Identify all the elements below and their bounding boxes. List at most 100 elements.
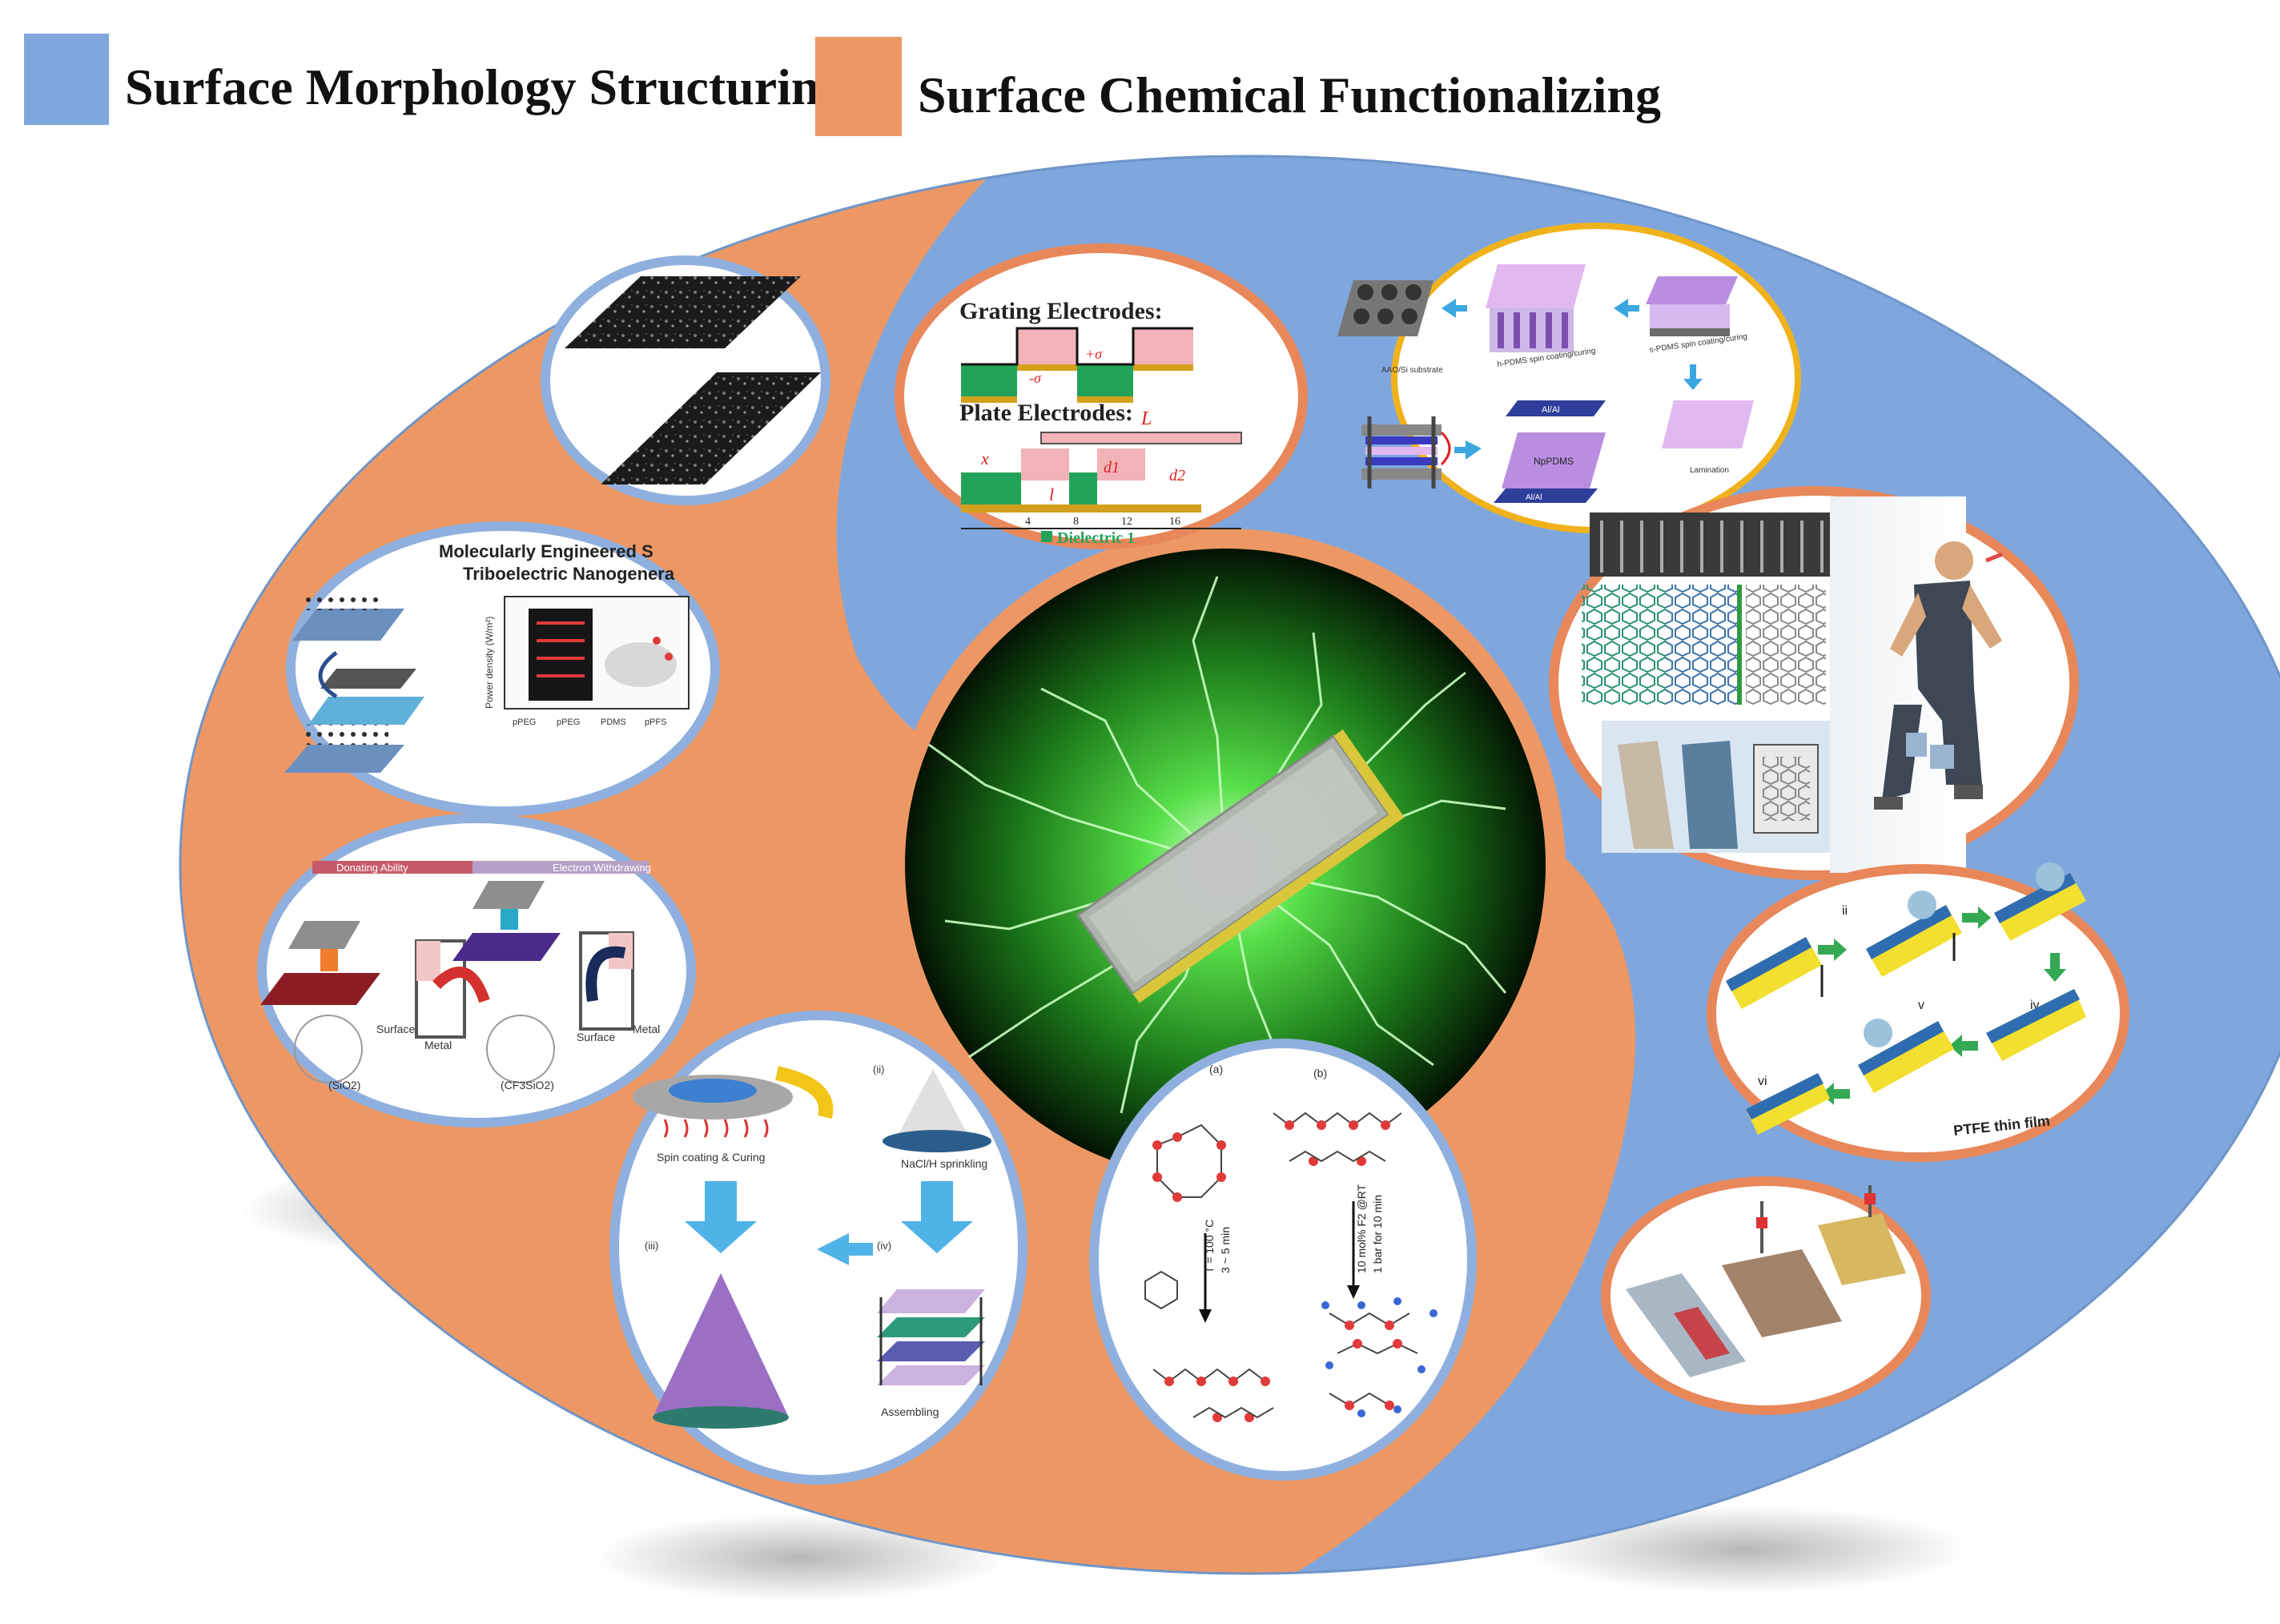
inset-electron-ability: Donating Ability Electron Withdrawing Su… bbox=[257, 814, 696, 1128]
plate-legend-dielectric: Dielectric 1 bbox=[1057, 529, 1135, 547]
strip-brown bbox=[1722, 1249, 1842, 1337]
assembled-stack bbox=[877, 1289, 985, 1385]
fab-layer-bot: Al/Al bbox=[1526, 493, 1542, 502]
molecular-title-2: Triboelectric Nanogenera bbox=[463, 564, 675, 584]
grating-charge-neg: -σ bbox=[1029, 370, 1042, 386]
ptfe-film-2 bbox=[1866, 890, 1962, 977]
legend-swatch-chemical bbox=[815, 37, 902, 136]
runner-figure bbox=[1874, 541, 2003, 810]
electron-label-chem2: (CF3SiO2) bbox=[501, 1079, 554, 1091]
electron-label-chem1: (SiO2) bbox=[328, 1079, 360, 1091]
legend-label-morphology: Surface Morphology Structuring bbox=[125, 58, 846, 115]
electron-label-surface-1: Surface bbox=[376, 1023, 415, 1035]
plate-d1-label: d1 bbox=[1104, 459, 1120, 476]
fluor-cond1-line1: T = 100 °C bbox=[1203, 1220, 1216, 1273]
strip-gold bbox=[1818, 1213, 1906, 1285]
plate-l-label: l bbox=[1049, 484, 1054, 504]
salt-sprinkle bbox=[897, 1069, 969, 1137]
pillar-mold-1 bbox=[1486, 264, 1586, 352]
fluorinated-network bbox=[1321, 1297, 1438, 1417]
fluor-label-a: (a) bbox=[1209, 1063, 1223, 1075]
inset-electrodes: Grating Electrodes: -σ +σ Plate Electrod… bbox=[895, 243, 1308, 549]
plate-tick-4: 4 bbox=[1025, 516, 1031, 528]
spin-step3: Assembling bbox=[881, 1405, 939, 1418]
ptfe-film-6 bbox=[1746, 1073, 1830, 1135]
fluor-cond1-line2: 3 ~ 5 min bbox=[1219, 1227, 1232, 1273]
substrate-block-left bbox=[260, 973, 380, 1005]
plate-d2-label: d2 bbox=[1169, 467, 1185, 484]
ptfe-film-3 bbox=[1994, 862, 2086, 941]
polymer-chain-top bbox=[1273, 1111, 1402, 1127]
inset-wearable bbox=[1549, 486, 2079, 880]
inset-fluorination: (a) (b) T = 100 °C 3 ~ 5 min 10 mol% F2 … bbox=[1089, 1039, 1477, 1481]
grating-title: Grating Electrodes: bbox=[959, 298, 1163, 324]
spin-label-iv: (iv) bbox=[877, 1240, 891, 1252]
stack-bottom-al bbox=[1494, 488, 1598, 503]
plate-x-label: x bbox=[980, 448, 989, 468]
molecular-xtick-2: pPEG bbox=[557, 718, 580, 727]
spin-step1: Spin coating & Curing bbox=[657, 1151, 765, 1164]
plate-tick-16: 16 bbox=[1169, 516, 1180, 528]
inset-spin-coating: (ii) (iii) (iv) Spin coating & Curing Na… bbox=[609, 1011, 1027, 1485]
fab-layer-top: Al/Al bbox=[1542, 405, 1560, 415]
fab-step-aao: AAO/Si substrate bbox=[1381, 366, 1443, 375]
plate-L-label: L bbox=[1140, 408, 1152, 429]
ptfe-film-4 bbox=[1986, 989, 2086, 1061]
cycle-step-vi: vi bbox=[1758, 1075, 1767, 1088]
siloxane-ring bbox=[1156, 1124, 1222, 1198]
molecular-xtick-1: pPEG bbox=[513, 718, 536, 727]
ptfe-film-5 bbox=[1858, 1019, 1954, 1093]
inset-fabrication: AAO/Si substrate h-PDMS spin coating/cur… bbox=[1337, 223, 1801, 533]
fluor-label-b: (b) bbox=[1313, 1067, 1327, 1079]
ptfe-film-1 bbox=[1726, 937, 1824, 1009]
molecular-y-axis: Power density (W/m²) bbox=[484, 617, 495, 709]
benzene-fragment bbox=[1144, 1270, 1178, 1310]
press-apparatus bbox=[1361, 416, 1451, 488]
cycle-step-v: v bbox=[1918, 999, 1924, 1012]
rough-sheet-top bbox=[565, 276, 801, 348]
aao-substrate bbox=[1337, 280, 1434, 336]
hex-lattice-blue bbox=[1666, 585, 1742, 705]
grating-charge-pos: +σ bbox=[1085, 346, 1103, 362]
spin-step2: NaCl/H sprinkling bbox=[901, 1157, 987, 1170]
fab-layer-mid: NpPDMS bbox=[1534, 456, 1574, 467]
legend: Surface Morphology Structuring Surface C… bbox=[0, 0, 2280, 152]
electron-label-metal-1: Metal bbox=[424, 1039, 452, 1051]
inset-rough-sheets bbox=[541, 255, 830, 505]
electron-label-metal-2: Metal bbox=[633, 1023, 660, 1035]
molecular-xtick-3: PDMS bbox=[601, 718, 626, 727]
pillar-plate-bottom bbox=[284, 745, 404, 773]
grating-pattern bbox=[961, 327, 1193, 403]
plate-title: Plate Electrodes: bbox=[959, 400, 1133, 426]
ability-bar-right: Electron Withdrawing bbox=[553, 862, 651, 874]
fluor-cond2-line2: 1 bar for 10 min bbox=[1371, 1195, 1384, 1273]
spin-label-ii: (ii) bbox=[873, 1063, 884, 1075]
cycle-step-iv: iv bbox=[2030, 999, 2040, 1012]
molecular-xtick-4: pPFS bbox=[645, 718, 667, 727]
hex-lattice-green bbox=[1582, 585, 1666, 705]
cycle-step-ii: ii bbox=[1842, 904, 1848, 918]
device-slab bbox=[1076, 729, 1405, 1003]
inset-molecular-teng: Molecularly Engineered S Triboelectric N… bbox=[284, 521, 720, 816]
center-device bbox=[885, 529, 1566, 1209]
spin-arrow-left bbox=[817, 1233, 873, 1265]
fluor-cond2-line1: 10 mol% F2 @RT bbox=[1355, 1184, 1368, 1273]
spin-arrow-down-2 bbox=[901, 1181, 973, 1253]
plate-tick-8: 8 bbox=[1073, 516, 1079, 528]
rough-sheet-bottom bbox=[601, 372, 821, 484]
laminated-film bbox=[1662, 400, 1754, 448]
spin-arrow-down-1 bbox=[685, 1181, 757, 1253]
stack-mid-pdms bbox=[1502, 432, 1606, 488]
legend-label-chemical: Surface Chemical Functionalizing bbox=[918, 66, 1661, 123]
cone-shape bbox=[653, 1273, 789, 1417]
electron-label-surface-2: Surface bbox=[577, 1031, 615, 1043]
substrate-block-right bbox=[452, 933, 561, 961]
inset-ptfe-cycle: ii iv v vi bbox=[1707, 862, 2129, 1162]
plate-tick-12: 12 bbox=[1121, 516, 1132, 528]
molecular-title-1: Molecularly Engineered S bbox=[439, 541, 653, 561]
inset-electrode-strips bbox=[1601, 1176, 1931, 1415]
legend-swatch-morphology bbox=[24, 34, 109, 125]
ability-bar-left: Donating Ability bbox=[336, 862, 408, 874]
hex-lattice-gray bbox=[1746, 585, 1826, 705]
